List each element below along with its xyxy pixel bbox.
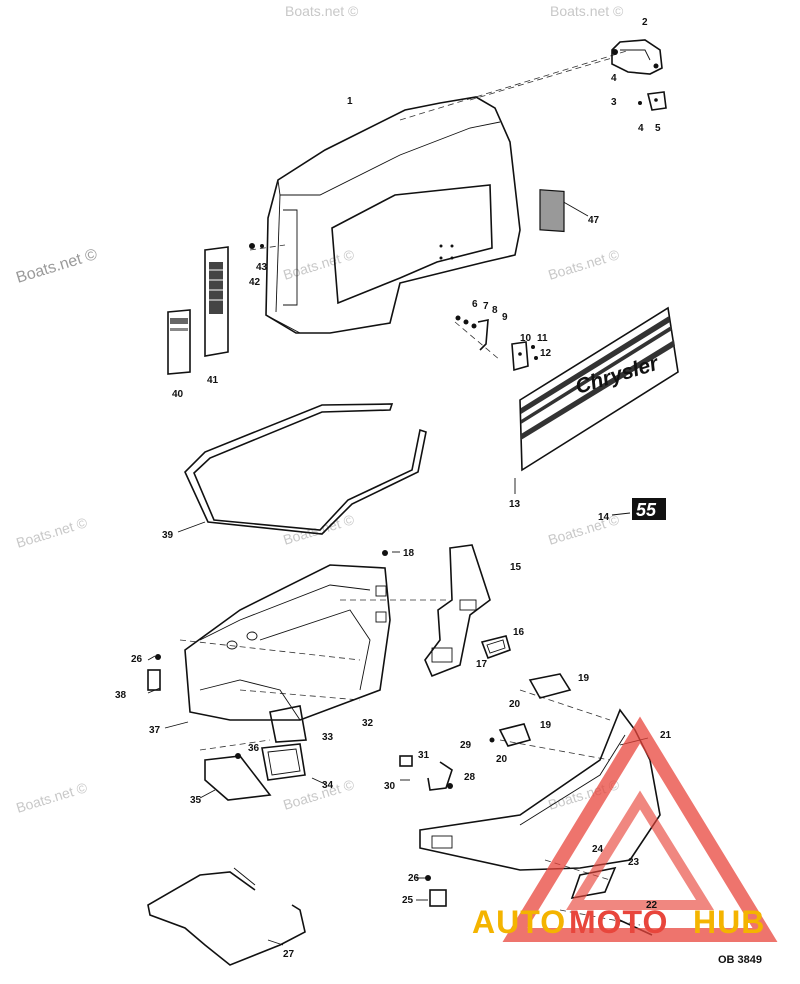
callout-label: 18 bbox=[403, 548, 415, 559]
callout-label: 15 bbox=[510, 562, 522, 573]
latch-plate bbox=[638, 91, 667, 111]
carry-handle bbox=[147, 867, 306, 966]
callout-label: 47 bbox=[588, 215, 600, 226]
watermark: Boats.net © bbox=[550, 3, 624, 19]
vent-grill bbox=[204, 243, 264, 357]
callout-label: 33 bbox=[322, 732, 334, 743]
rear-bracket bbox=[424, 544, 491, 678]
callout-label: 11 bbox=[537, 333, 548, 344]
callout-label: 8 bbox=[492, 305, 498, 316]
motor-cover bbox=[265, 96, 521, 334]
callout-label: 39 bbox=[162, 530, 174, 541]
side-decal bbox=[167, 309, 191, 375]
callout-label: 6 bbox=[472, 299, 478, 310]
callout-label: 3 bbox=[611, 97, 617, 108]
callout-label: 34 bbox=[322, 780, 334, 791]
latch-bracket bbox=[611, 39, 663, 75]
callout-label: 20 bbox=[509, 699, 521, 710]
hp-decal-text: 55 bbox=[636, 500, 657, 520]
callout-label: 16 bbox=[513, 627, 525, 638]
callout-label: 13 bbox=[509, 499, 521, 510]
callout-label: 32 bbox=[362, 718, 374, 729]
callout-label: 21 bbox=[660, 730, 672, 741]
logo-text-hub: HUB bbox=[693, 904, 765, 940]
upper-bracket bbox=[528, 673, 572, 699]
callout-label: 4 bbox=[638, 123, 644, 134]
diagram-reference-code: OB 3849 bbox=[718, 954, 762, 966]
logo-triangle bbox=[502, 716, 778, 942]
watermark: Boats.net © bbox=[14, 779, 89, 816]
right-lower-pan bbox=[419, 708, 661, 871]
callout-label: 12 bbox=[540, 348, 552, 359]
rubber-grommet bbox=[480, 635, 511, 660]
pan-pad bbox=[204, 755, 272, 801]
callout-label: 14 bbox=[598, 512, 610, 523]
drain-grommet bbox=[429, 889, 447, 907]
callout-label: 25 bbox=[402, 895, 414, 906]
pan-bracket bbox=[269, 705, 307, 743]
callout-label: 37 bbox=[149, 725, 161, 736]
callout-label: 41 bbox=[207, 375, 219, 386]
watermark: Boats.net © bbox=[14, 514, 89, 551]
chrysler-decal: Chrysler bbox=[519, 306, 679, 472]
watermark: Boats.net © bbox=[14, 246, 99, 287]
callout-labels: 1 2 4 3 4 5 47 43 42 6 7 8 9 10 11 12 40… bbox=[115, 17, 672, 960]
callout-label: 26 bbox=[131, 654, 143, 665]
callout-label: 17 bbox=[476, 659, 488, 670]
callout-label: 28 bbox=[464, 772, 476, 783]
cover-seal bbox=[184, 403, 427, 535]
callout-label: 42 bbox=[249, 277, 261, 288]
callout-label: 38 bbox=[115, 690, 127, 701]
logo-text-moto: MOTO bbox=[569, 904, 668, 940]
shift-linkage bbox=[399, 737, 495, 791]
callout-label: 5 bbox=[655, 123, 661, 134]
callout-label: 36 bbox=[248, 743, 260, 754]
callout-label: 9 bbox=[502, 312, 508, 323]
callout-label: 23 bbox=[628, 857, 640, 868]
callout-label: 10 bbox=[520, 333, 532, 344]
lower-pan bbox=[184, 564, 391, 721]
pan-latch bbox=[147, 669, 161, 691]
callout-label: 4 bbox=[611, 73, 617, 84]
callout-label: 24 bbox=[592, 844, 604, 855]
logo-inner-triangle bbox=[566, 790, 714, 910]
callout-label: 1 bbox=[347, 96, 353, 107]
automotohub-logo: AUTO MOTO HUB bbox=[472, 716, 778, 942]
watermark: Boats.net © bbox=[546, 246, 621, 283]
pan-clip bbox=[570, 866, 617, 900]
watermark: Boats.net © bbox=[285, 3, 359, 19]
lower-bracket bbox=[498, 723, 532, 747]
logo-text-auto: AUTO bbox=[472, 904, 566, 940]
callout-label: 31 bbox=[418, 750, 430, 761]
leader-lines bbox=[147, 49, 649, 946]
callout-label: 26 bbox=[408, 873, 420, 884]
callout-label: 22 bbox=[646, 900, 658, 911]
callout-label: 20 bbox=[496, 754, 508, 765]
callout-label: 2 bbox=[642, 17, 648, 28]
grommet-seal bbox=[261, 743, 306, 781]
callout-label: 27 bbox=[283, 949, 295, 960]
watermark: Boats.net © bbox=[546, 511, 621, 548]
callout-label: 29 bbox=[460, 740, 472, 751]
watermark: Boats.net © bbox=[281, 246, 356, 283]
callout-label: 19 bbox=[540, 720, 552, 731]
decal-panel bbox=[539, 189, 565, 233]
latch-hardware bbox=[455, 315, 538, 372]
callout-label: 40 bbox=[172, 389, 184, 400]
callout-label: 43 bbox=[256, 262, 268, 273]
callout-label: 7 bbox=[483, 301, 489, 312]
hp-decal: 55 bbox=[632, 498, 666, 520]
callout-label: 19 bbox=[578, 673, 590, 684]
callout-label: 35 bbox=[190, 795, 202, 806]
callout-label: 30 bbox=[384, 781, 396, 792]
